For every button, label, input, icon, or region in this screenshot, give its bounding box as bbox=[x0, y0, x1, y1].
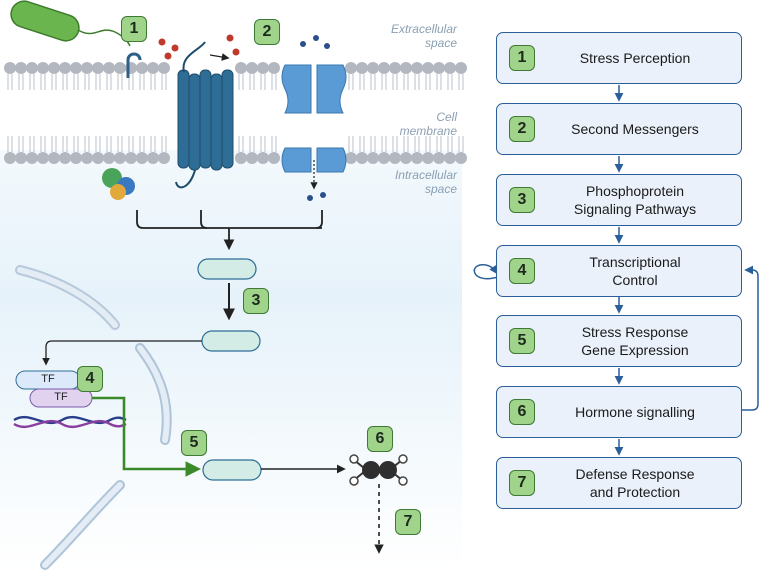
flow-step-label: Second Messengers bbox=[537, 104, 733, 154]
flow-step-6: 6 Hormone signalling bbox=[496, 386, 742, 438]
pattern-receptor-icon bbox=[126, 52, 142, 78]
dna-helix-icon bbox=[13, 415, 127, 429]
ligand-molecules-icon bbox=[158, 34, 240, 60]
flow-step-line: Gene Expression bbox=[581, 342, 689, 358]
transmembrane-receptor-icon bbox=[175, 41, 234, 189]
flow-step-line: Defense Response bbox=[575, 466, 695, 482]
flow-step-line: Phosphoprotein bbox=[585, 183, 685, 199]
ion-molecules-icon bbox=[300, 35, 330, 201]
ligand-release-arrow bbox=[209, 53, 230, 61]
flowchart-connectors bbox=[473, 85, 759, 456]
convergence-connector bbox=[136, 210, 323, 251]
flow-step-badge: 7 bbox=[509, 470, 535, 496]
signal-protein-2 bbox=[201, 330, 261, 352]
tf-label-lower: TF bbox=[54, 391, 68, 403]
diagram-badge-1: 1 bbox=[121, 16, 147, 42]
flow-step-line: Transcriptional bbox=[589, 254, 681, 270]
gene-expression-path bbox=[92, 396, 202, 477]
ion-channel-icon bbox=[281, 64, 347, 173]
flow-step-line: Hormone signalling bbox=[575, 404, 695, 420]
flow-step-badge: 3 bbox=[509, 187, 535, 213]
flow-step-badge: 6 bbox=[509, 399, 535, 425]
diagram-badge-6: 6 bbox=[367, 426, 393, 452]
g-protein-complex-icon bbox=[102, 168, 135, 200]
flow-step-7: 7 Defense Response and Protection bbox=[496, 457, 742, 509]
diagram-badge-4: 4 bbox=[77, 366, 103, 392]
cell-membrane bbox=[4, 62, 467, 164]
diagram-badge-3: 3 bbox=[243, 288, 269, 314]
flow-step-label: Defense Response and Protection bbox=[537, 458, 733, 508]
hormone-molecule-icon bbox=[349, 454, 408, 486]
flow-step-line: Second Messengers bbox=[571, 121, 699, 137]
signal-protein-1 bbox=[197, 258, 257, 280]
flow-step-line: Control bbox=[612, 272, 658, 288]
flow-step-1: 1 Stress Perception bbox=[496, 32, 742, 84]
flow-step-badge: 5 bbox=[509, 328, 535, 354]
flow-step-line: Stress Perception bbox=[579, 50, 691, 66]
diagram-badge-5: 5 bbox=[181, 430, 207, 456]
flow-step-badge: 2 bbox=[509, 116, 535, 142]
flow-step-line: and Protection bbox=[589, 484, 681, 500]
diagram-badge-2: 2 bbox=[254, 19, 280, 45]
tf-label-upper: TF bbox=[41, 373, 55, 385]
flow-step-2: 2 Second Messengers bbox=[496, 103, 742, 155]
flow-step-line: Signaling Pathways bbox=[573, 201, 697, 217]
pathogen-icon bbox=[10, 0, 131, 47]
diagram-badge-7: 7 bbox=[395, 509, 421, 535]
flow-step-badge: 4 bbox=[509, 258, 535, 284]
cytoplasm-background bbox=[0, 150, 462, 570]
response-protein bbox=[202, 459, 262, 481]
flow-step-label: Hormone signalling bbox=[537, 387, 733, 437]
flow-step-label: Stress Perception bbox=[537, 33, 733, 83]
flow-step-line: Stress Response bbox=[581, 324, 689, 340]
flow-step-badge: 1 bbox=[509, 45, 535, 71]
to-nucleus-connector bbox=[42, 340, 202, 366]
